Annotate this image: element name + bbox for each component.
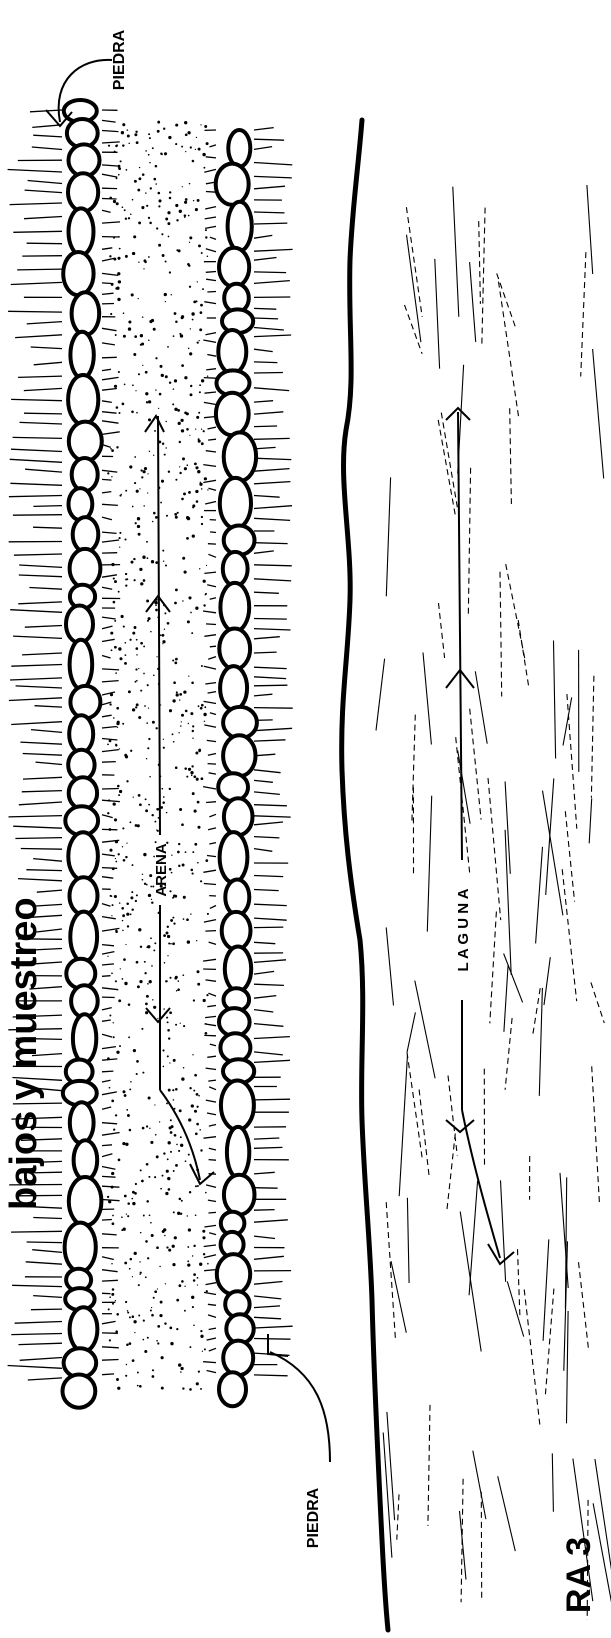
stone-row-left xyxy=(63,100,102,1408)
laguna-label: L A G U N A xyxy=(455,888,472,971)
stone xyxy=(223,1341,253,1376)
arena-transect xyxy=(145,416,214,1184)
piedra-leader-bottom xyxy=(268,1334,330,1462)
stone xyxy=(216,393,249,436)
stone xyxy=(66,606,93,643)
stone xyxy=(223,735,255,776)
piedra-label-top: PIEDRA xyxy=(111,29,128,90)
stone xyxy=(224,1175,255,1215)
stone xyxy=(69,422,102,461)
stone xyxy=(70,686,100,718)
stone xyxy=(228,130,250,167)
stone xyxy=(219,1372,246,1406)
stone xyxy=(68,832,98,880)
stone xyxy=(69,715,93,752)
stone xyxy=(69,208,94,255)
stone xyxy=(70,912,97,962)
stone xyxy=(63,1375,96,1408)
stone xyxy=(224,798,253,835)
stone xyxy=(224,432,256,480)
stone xyxy=(68,173,98,211)
stone xyxy=(70,1102,94,1143)
stone xyxy=(223,552,248,586)
sand-stipple xyxy=(107,121,209,1391)
stone xyxy=(69,1177,102,1226)
stone xyxy=(218,330,246,373)
stone xyxy=(74,1140,98,1180)
piedra-label-bottom: PIEDRA xyxy=(305,1487,322,1548)
stone xyxy=(217,1254,250,1294)
stone xyxy=(221,1081,254,1130)
stone xyxy=(68,375,98,425)
stone xyxy=(225,947,251,992)
stone xyxy=(70,332,93,378)
stone xyxy=(220,583,249,632)
stone xyxy=(219,629,250,670)
stone xyxy=(220,832,248,882)
stone xyxy=(73,1014,96,1062)
stone xyxy=(220,478,251,529)
arena-label: ARENA xyxy=(153,843,170,897)
stone xyxy=(70,877,98,914)
stone xyxy=(218,773,248,801)
water-strokes xyxy=(376,185,611,1620)
stone xyxy=(219,248,249,287)
stone xyxy=(225,880,249,915)
stone xyxy=(216,164,249,205)
stone-row-right xyxy=(216,130,257,1406)
stone xyxy=(70,549,101,588)
stone xyxy=(65,1223,96,1272)
stone xyxy=(228,202,252,251)
laguna-transect xyxy=(446,408,514,1264)
shoreline xyxy=(342,120,388,1630)
stone xyxy=(69,488,93,520)
stone xyxy=(72,458,98,491)
stone xyxy=(72,292,100,335)
stone xyxy=(224,526,255,555)
figure-caption: RA 3 xyxy=(560,1537,598,1613)
stone xyxy=(63,252,93,295)
stone xyxy=(220,666,247,710)
stone xyxy=(73,517,99,552)
stone xyxy=(222,912,251,950)
stone xyxy=(227,1127,249,1178)
stone xyxy=(70,640,93,689)
stone xyxy=(70,1307,98,1351)
